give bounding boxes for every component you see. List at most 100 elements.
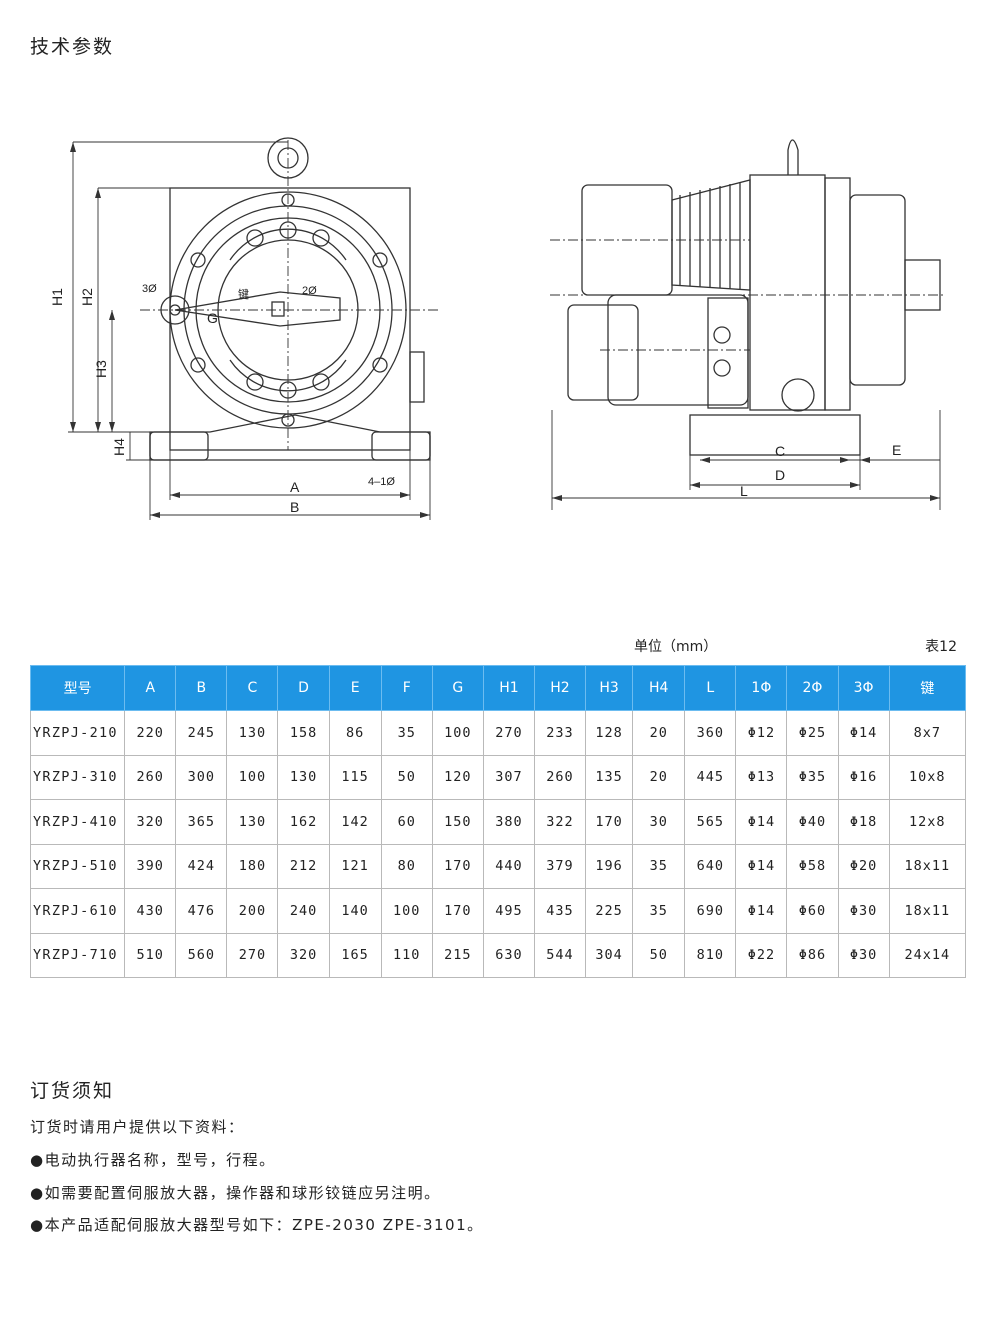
table-cell: Φ18	[837, 799, 890, 845]
order-item: ●如需要配置伺服放大器，操作器和球形铰链应另注明。	[30, 1182, 441, 1203]
table-cell: 320	[277, 932, 330, 978]
front-view-drawing: H1 H2 H3 H4 A B G 键 3Ø 2Ø 4–1Ø	[49, 137, 440, 520]
table-cell: 30	[632, 799, 686, 845]
table-cell: 80	[380, 843, 433, 889]
th-e: E	[328, 665, 382, 711]
order-item-text: 如需要配置伺服放大器，操作器和球形铰链应另注明。	[44, 1184, 441, 1202]
table-cell: 115	[328, 754, 382, 800]
order-item-text: 本产品适配伺服放大器型号如下：ZPE-2030 ZPE-3101。	[44, 1216, 484, 1234]
table-cell: 495	[482, 888, 535, 934]
order-title: 订货须知	[30, 1080, 115, 1102]
table-cell: 233	[533, 710, 587, 756]
table-cell: Φ16	[837, 754, 890, 800]
table-cell: 220	[124, 710, 177, 756]
table-cell: Φ30	[837, 932, 890, 978]
table-cell: 212	[277, 843, 330, 889]
table-cell: 476	[175, 888, 228, 934]
th-key: 键	[888, 665, 967, 711]
model-cell: YRZPJ-210	[29, 710, 126, 756]
table-cell: 10x8	[888, 754, 967, 800]
order-item: ●电动执行器名称，型号，行程。	[30, 1149, 276, 1170]
table-cell: 544	[533, 932, 587, 978]
table-cell: 18x11	[888, 843, 967, 889]
th-d: D	[277, 665, 330, 711]
table-cell: 158	[277, 710, 330, 756]
table-cell: 320	[124, 799, 177, 845]
table-cell: 565	[684, 799, 737, 845]
table-cell: 379	[533, 843, 587, 889]
table-cell: 110	[380, 932, 433, 978]
table-cell: 196	[585, 843, 634, 889]
table-cell: 630	[482, 932, 535, 978]
label-e: E	[892, 442, 901, 458]
table-cell: 200	[226, 888, 279, 934]
table-cell: Φ13	[735, 754, 788, 800]
label-b: B	[290, 499, 299, 515]
table-cell: 50	[380, 754, 433, 800]
section-title: 技术参数	[30, 36, 115, 58]
table-cell: 130	[226, 799, 279, 845]
table-cell: 307	[482, 754, 535, 800]
th-3phi: 3Φ	[837, 665, 890, 711]
bullet-icon: ●	[30, 1216, 45, 1234]
table-cell: Φ20	[837, 843, 890, 889]
table-cell: 142	[328, 799, 382, 845]
table-cell: 245	[175, 710, 228, 756]
table-cell: 360	[684, 710, 737, 756]
bullet-icon: ●	[30, 1151, 45, 1169]
label-holes: 4–1Ø	[368, 476, 395, 488]
table-cell: 690	[684, 888, 737, 934]
bullet-icon: ●	[30, 1184, 45, 1202]
table-cell: Φ14	[735, 843, 788, 889]
table-cell: 424	[175, 843, 228, 889]
spec-table: 型号 A B C D E F G H1 H2 H3 H4 L 1Φ 2Φ 3Φ …	[29, 665, 967, 978]
table-cell: 35	[380, 710, 433, 756]
model-cell: YRZPJ-410	[29, 799, 126, 845]
table-cell: 270	[226, 932, 279, 978]
th-h1: H1	[482, 665, 535, 711]
table-cell: 100	[380, 888, 433, 934]
side-view-drawing: C D L E	[550, 139, 945, 510]
table-cell: 225	[585, 888, 634, 934]
table-cell: 35	[632, 888, 686, 934]
table-cell: Φ22	[735, 932, 788, 978]
th-g: G	[431, 665, 484, 711]
th-f: F	[380, 665, 433, 711]
th-c: C	[226, 665, 279, 711]
table-cell: Φ35	[786, 754, 839, 800]
th-2phi: 2Φ	[786, 665, 839, 711]
table-cell: Φ25	[786, 710, 839, 756]
table-cell: 150	[431, 799, 484, 845]
th-l: L	[684, 665, 737, 711]
model-cell: YRZPJ-710	[29, 932, 126, 978]
table-cell: Φ12	[735, 710, 788, 756]
table-cell: Φ14	[837, 710, 890, 756]
table-cell: Φ14	[735, 888, 788, 934]
th-1phi: 1Φ	[735, 665, 788, 711]
table-cell: 510	[124, 932, 177, 978]
table-cell: Φ58	[786, 843, 839, 889]
table-cell: 120	[431, 754, 484, 800]
model-cell: YRZPJ-310	[29, 754, 126, 800]
table-cell: 8x7	[888, 710, 967, 756]
table-cell: 170	[585, 799, 634, 845]
label-h4: H4	[111, 438, 127, 456]
table-cell: 50	[632, 932, 686, 978]
label-l: L	[740, 483, 748, 499]
table-cell: 445	[684, 754, 737, 800]
label-h1: H1	[49, 288, 65, 306]
table-cell: 162	[277, 799, 330, 845]
table-cell: 180	[226, 843, 279, 889]
th-h2: H2	[533, 665, 587, 711]
table-cell: 390	[124, 843, 177, 889]
order-item: ●本产品适配伺服放大器型号如下：ZPE-2030 ZPE-3101。	[30, 1214, 484, 1235]
th-h4: H4	[632, 665, 686, 711]
table-cell: 260	[124, 754, 177, 800]
table-cell: 20	[632, 710, 686, 756]
